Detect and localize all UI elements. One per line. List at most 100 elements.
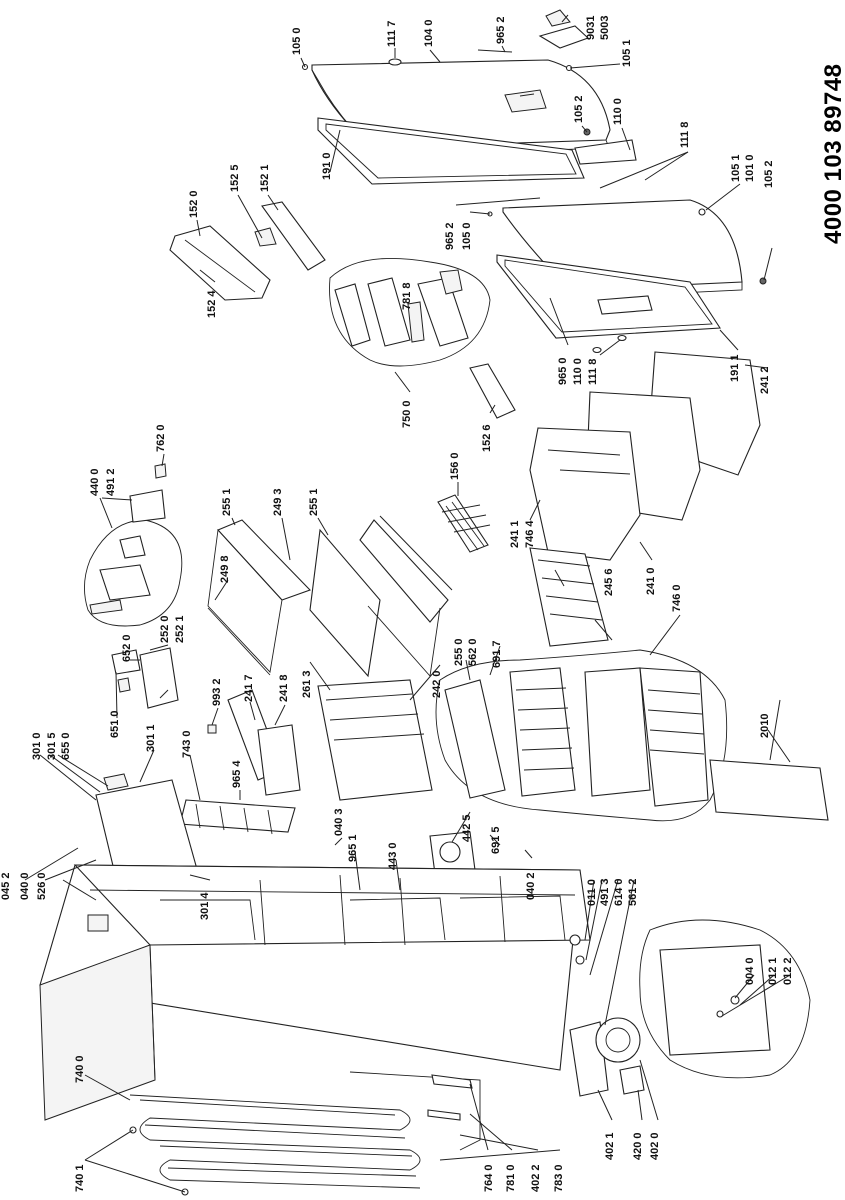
part-label: 242 0: [431, 670, 443, 698]
part-label: 255 1: [308, 488, 320, 516]
part-label: 152 1: [259, 164, 271, 192]
part-label: 004 0: [744, 957, 756, 985]
part-label: 301 0: [31, 732, 43, 760]
crisper-drawers-drawing: [529, 351, 761, 561]
part-label: 241 1: [509, 520, 521, 548]
part-label: 655 0: [60, 732, 72, 760]
part-label: 152 5: [229, 164, 241, 192]
part-label: 651 0: [109, 710, 121, 738]
part-label: 191 1: [729, 354, 741, 382]
part-label: 241 8: [278, 674, 290, 702]
part-label: 965 4: [231, 760, 243, 788]
part-label: 746 0: [671, 584, 683, 612]
part-label: 491 3: [599, 878, 611, 906]
part-label: 750 0: [401, 400, 413, 428]
part-label: 261 3: [301, 670, 313, 698]
part-label: 104 0: [423, 19, 435, 47]
part-label: 965 0: [557, 357, 569, 385]
part-label: 011 0: [586, 879, 598, 906]
part-label: 105 0: [291, 27, 303, 55]
part-label: 040 2: [525, 872, 537, 900]
part-label: 402 1: [604, 1132, 616, 1160]
part-label: 152 0: [188, 190, 200, 218]
bottom-plate-drawing: [709, 759, 829, 821]
part-label: 152 6: [481, 424, 493, 452]
part-label: 241 2: [759, 366, 771, 394]
part-label: 402 2: [530, 1164, 542, 1192]
part-label: 105 1: [621, 39, 633, 67]
part-label: 252 1: [174, 615, 186, 643]
part-label: 101 0: [744, 154, 756, 182]
control-group-drawing: [111, 647, 179, 709]
part-label: 965 2: [495, 16, 507, 44]
top-door-drawing: [301, 9, 637, 185]
leader-lines: [24, 14, 791, 1193]
part-label: 783 0: [553, 1164, 565, 1192]
part-label: 652 0: [121, 634, 133, 662]
part-label: 105 2: [573, 95, 585, 123]
part-label: 105 2: [763, 160, 775, 188]
part-label: 743 0: [181, 730, 193, 758]
part-label: 5003: [599, 15, 611, 40]
part-label: 993 2: [211, 678, 223, 706]
part-label: 740 0: [74, 1055, 86, 1083]
glass-shelves-drawing: [207, 515, 453, 678]
part-label: 110 0: [572, 358, 584, 385]
part-label: 249 3: [272, 488, 284, 516]
part-label: 301 4: [199, 892, 211, 920]
part-label: 301 5: [46, 732, 58, 760]
part-label: 255 1: [221, 488, 233, 516]
freezer-tray-drawing: [317, 679, 433, 801]
part-label: 443 0: [387, 842, 399, 870]
part-label: 249 8: [219, 555, 231, 583]
part-label: 965 2: [444, 222, 456, 250]
compressor-drawing: [569, 1017, 645, 1097]
part-label: 491 2: [105, 468, 117, 496]
part-label: 040 3: [333, 808, 345, 836]
part-label: 440 0: [89, 468, 101, 496]
shelf-support-drawing: [469, 363, 516, 419]
part-label: 301 1: [145, 724, 157, 752]
part-label: 252 0: [159, 615, 171, 643]
part-label: 965 1: [347, 834, 359, 862]
shelf-frame-drawing: [529, 547, 609, 647]
part-label: 762 0: [155, 424, 167, 452]
part-label: 245 6: [603, 568, 615, 596]
document-number: 4000 103 89748: [820, 63, 845, 244]
part-label: 111 8: [679, 121, 691, 148]
part-label: 402 0: [649, 1132, 661, 1160]
ice-tray-group-drawing: [329, 257, 491, 367]
part-label: 111 8: [587, 358, 599, 385]
ice-maker-group-drawing: [84, 463, 183, 627]
part-label: 156 0: [449, 452, 461, 480]
condenser-coil-drawing: [129, 1071, 481, 1196]
part-label: 241 0: [645, 567, 657, 595]
part-label: 111 7: [386, 20, 398, 47]
part-label: 691 5: [490, 826, 502, 854]
part-label: 012 2: [782, 957, 794, 985]
cabinet-body-drawing: [39, 864, 591, 1121]
shelf-support-bars-drawing: [179, 799, 296, 835]
part-label: 614 0: [613, 878, 625, 906]
ice-grid-drawing: [437, 494, 491, 553]
drain-pan-group-drawing: [639, 919, 811, 1079]
part-label: 526 0: [36, 872, 48, 900]
part-label: 241 7: [243, 674, 255, 702]
part-label: 442 5: [461, 814, 473, 842]
part-label: 420 0: [632, 1132, 644, 1160]
part-label: 691 7: [491, 640, 503, 668]
part-label: 040 0: [19, 872, 31, 900]
evaporator-group-drawing: [435, 649, 728, 822]
part-label: 105 0: [461, 222, 473, 250]
part-label: 255 0: [453, 638, 465, 666]
part-label: 740 1: [74, 1164, 86, 1192]
dairy-box-drawing: [207, 689, 301, 796]
part-label: 561 2: [627, 878, 639, 906]
part-label: 152 4: [206, 290, 218, 318]
door-shelf-drawing: [169, 201, 326, 301]
part-label: 105 1: [730, 154, 742, 182]
part-label: 781 0: [505, 1164, 517, 1192]
bottom-door-drawing: [455, 197, 767, 354]
